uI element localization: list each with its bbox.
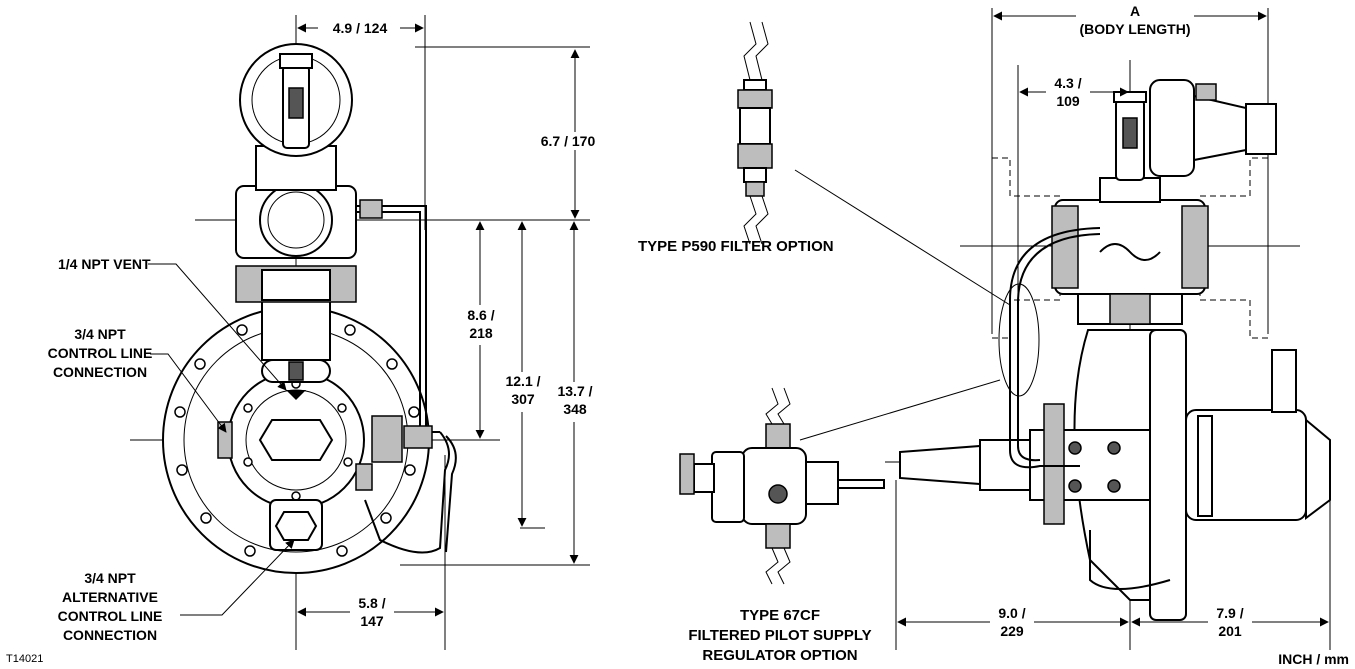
regulator-option-line3: REGULATOR OPTION	[702, 647, 857, 664]
callout-alt-line3: CONTROL LINE	[58, 608, 163, 624]
pilot-supply-regulator-detail: TYPE 67CF FILTERED PILOT SUPPLY REGULATO…	[679, 379, 1001, 664]
dim-inner-line1: 12.1 /	[505, 373, 540, 389]
dim-top-height: 6.7 / 170	[541, 133, 596, 149]
callout-vent: 1/4 NPT VENT	[58, 256, 151, 272]
filter-option-label: TYPE P590 FILTER OPTION	[638, 238, 834, 255]
dim-body-line1: A	[1130, 3, 1140, 19]
actuator-casing	[1149, 329, 1187, 621]
callout-alt-line1: 3/4 NPT	[84, 570, 136, 586]
dim-pilot-line1: 4.3 /	[1054, 75, 1081, 91]
dim-bottom-line1: 5.8 /	[358, 595, 385, 611]
center-hex-nut	[258, 419, 334, 461]
filter-option-detail: TYPE P590 FILTER OPTION	[638, 21, 1011, 306]
regulator-option-line1: TYPE 67CF	[740, 607, 820, 624]
dim-mid-line1: 8.6 /	[467, 307, 494, 323]
dim-bottom-line2: 147	[360, 613, 384, 629]
callout-control-line2: CONTROL LINE	[48, 345, 153, 361]
callout-control-line3: CONNECTION	[53, 364, 147, 380]
dim-pilot-line2: 109	[1056, 93, 1080, 109]
callout-control-line1: 3/4 NPT	[74, 326, 126, 342]
actuator-bolts	[1068, 441, 1121, 493]
side-view: A (BODY LENGTH) 4.3 / 109 9.0 / 229 7.9 …	[885, 2, 1331, 650]
dim-top-width: 4.9 / 124	[333, 20, 388, 36]
callout-alt-line2: ALTERNATIVE	[62, 589, 158, 605]
regulator-option-line2: FILTERED PILOT SUPPLY	[688, 627, 871, 644]
dim-outer-line2: 348	[563, 401, 587, 417]
dim-outer-line1: 13.7 /	[557, 383, 592, 399]
callout-alt-line4: CONNECTION	[63, 627, 157, 643]
dim-right-line2: 201	[1218, 623, 1242, 639]
dim-body-line2: (BODY LENGTH)	[1080, 21, 1191, 37]
dim-left-line1: 9.0 /	[998, 605, 1025, 621]
drawing-id: T14021	[6, 653, 43, 665]
front-view: 4.9 / 124 6.7 / 170 8.6 / 218 12.1 / 307…	[48, 15, 608, 650]
dim-inner-line2: 307	[511, 391, 535, 407]
dim-left-line2: 229	[1000, 623, 1024, 639]
units-note: INCH / mm	[1278, 651, 1349, 667]
dim-right-line1: 7.9 /	[1216, 605, 1243, 621]
dim-mid-line2: 218	[469, 325, 493, 341]
